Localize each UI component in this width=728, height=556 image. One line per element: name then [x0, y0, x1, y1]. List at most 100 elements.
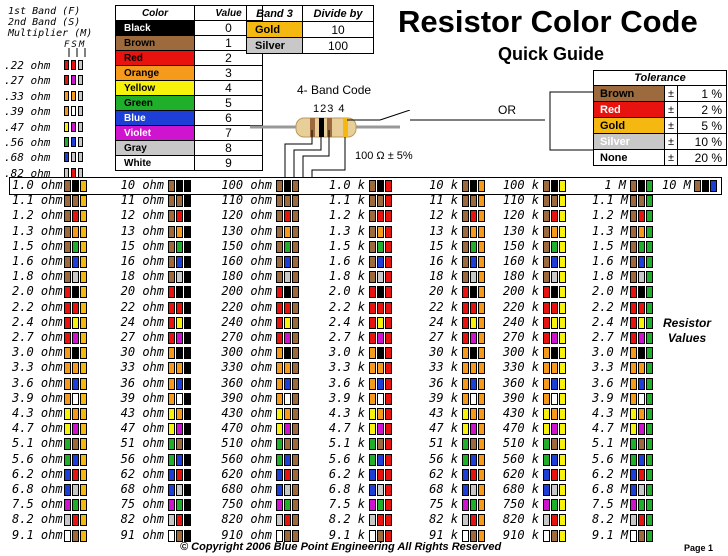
resistor-value: 560 ohm — [221, 451, 272, 466]
band-swatch-green — [646, 225, 653, 238]
fractional-bands — [64, 75, 83, 86]
resistor-bands — [630, 529, 653, 542]
band-swatch-orange — [551, 225, 558, 238]
band-swatch-green — [630, 438, 637, 451]
resistor-bands — [168, 286, 191, 299]
resistor-value: 10 k — [429, 178, 458, 192]
tolerance-row: Red±2 % — [593, 101, 727, 118]
band-swatch-green — [646, 484, 653, 496]
band-swatch-gold — [80, 484, 87, 496]
band-swatch-brown — [638, 195, 645, 208]
band-swatch-blue — [284, 377, 291, 390]
band-swatch-red — [385, 210, 392, 223]
band-swatch-brown — [543, 180, 550, 192]
band-swatch-violet — [64, 499, 71, 512]
band-swatch-gray — [551, 271, 558, 284]
resistor-bands — [630, 210, 653, 223]
band-swatch-blue — [369, 484, 376, 496]
band-swatch-green — [646, 180, 653, 192]
resistor-value: 130 k — [502, 223, 539, 238]
band-swatch-black — [184, 240, 191, 253]
band-swatch-yellow — [284, 316, 291, 329]
band-swatch-green — [168, 453, 175, 466]
band-swatch-violet — [71, 121, 76, 132]
band-swatch-blue — [377, 256, 384, 268]
band-swatch-brown — [292, 286, 299, 299]
band-swatch-green — [64, 453, 71, 466]
band-swatch-green — [377, 499, 384, 512]
resistor-value: 4.3 k — [328, 406, 365, 420]
band-swatch-brown — [64, 240, 71, 253]
band-swatch-red — [385, 529, 392, 542]
resistor-value: 4.7 M — [592, 421, 629, 436]
band-code-label: 4- Band Code — [297, 83, 372, 97]
side-label-line-2: Values — [667, 331, 707, 345]
resistor-value: 6.8 M — [592, 482, 629, 496]
resistor-bands — [168, 484, 191, 496]
page-number: Page 1 — [684, 543, 714, 553]
resistor-bands — [369, 256, 392, 268]
resistor-value: 82 k — [429, 512, 458, 527]
band-swatch-yellow — [377, 316, 384, 329]
band-swatch-orange — [462, 347, 469, 360]
resistor-value: 2.4 k — [328, 314, 365, 329]
band-swatch-red — [470, 468, 477, 481]
resistor-value: 560 k — [502, 451, 539, 466]
resistor-bands — [462, 195, 485, 208]
fractional-value: .47 ohm — [4, 120, 51, 134]
band-swatch-green — [276, 453, 283, 466]
band-swatch-brown — [369, 256, 376, 268]
resistor-bands — [369, 195, 392, 208]
resistor-value: 6.2 ohm — [12, 466, 63, 481]
band-swatch-green — [646, 347, 653, 360]
resistor-bands — [543, 240, 566, 253]
resistor-value: 1.6 k — [328, 254, 365, 268]
band-swatch-orange — [168, 392, 175, 405]
band-swatch-black — [176, 180, 183, 192]
resistor-value: 2.0 k — [328, 284, 365, 299]
band-swatch-red — [470, 514, 477, 527]
band-swatch-black — [72, 347, 79, 360]
band-swatch-gold — [80, 316, 87, 329]
resistor-bands — [543, 332, 566, 344]
resistor-bands — [168, 468, 191, 481]
resistor-value: 100 k — [502, 178, 539, 192]
resistor-bands — [64, 332, 87, 344]
resistor-bands — [64, 271, 87, 284]
resistor-value: 3.6 k — [328, 375, 365, 390]
resistor-bands — [369, 392, 392, 405]
band-swatch-brown — [292, 256, 299, 268]
band-swatch-silver — [78, 137, 83, 147]
band-swatch-brown — [292, 468, 299, 481]
resistor-bands — [462, 210, 485, 223]
band-swatch-black — [176, 347, 183, 360]
band-swatch-violet — [551, 423, 558, 436]
band-swatch-red — [543, 286, 550, 299]
resistor-bands — [630, 499, 653, 512]
band-swatch-green — [646, 362, 653, 375]
band-swatch-orange — [478, 180, 485, 192]
resistor-bands — [64, 362, 87, 375]
band-swatch-yellow — [559, 347, 566, 360]
band-swatch-brown — [551, 438, 558, 451]
band-swatch-brown — [276, 256, 283, 268]
tolerance-header: Tolerance — [593, 70, 727, 86]
resistor-bands — [630, 271, 653, 284]
resistor-value: 1.5 k — [328, 238, 365, 253]
resistor-bands — [462, 225, 485, 238]
resistor-value: 4.3 ohm — [12, 406, 63, 420]
band-swatch-orange — [470, 225, 477, 238]
band-swatch-orange — [64, 106, 69, 117]
band-swatch-orange — [478, 362, 485, 375]
tolerance-color: Gold — [593, 117, 665, 134]
resistor-value-10m: 10 M — [662, 178, 691, 192]
band-swatch-brown — [292, 438, 299, 451]
band-swatch-brown — [292, 210, 299, 223]
band-swatch-blue — [64, 152, 69, 163]
resistor-bands — [369, 453, 392, 466]
resistor-bands — [462, 468, 485, 481]
resistor-value: 120 k — [502, 208, 539, 223]
tolerance-symbol: ± — [664, 149, 678, 166]
